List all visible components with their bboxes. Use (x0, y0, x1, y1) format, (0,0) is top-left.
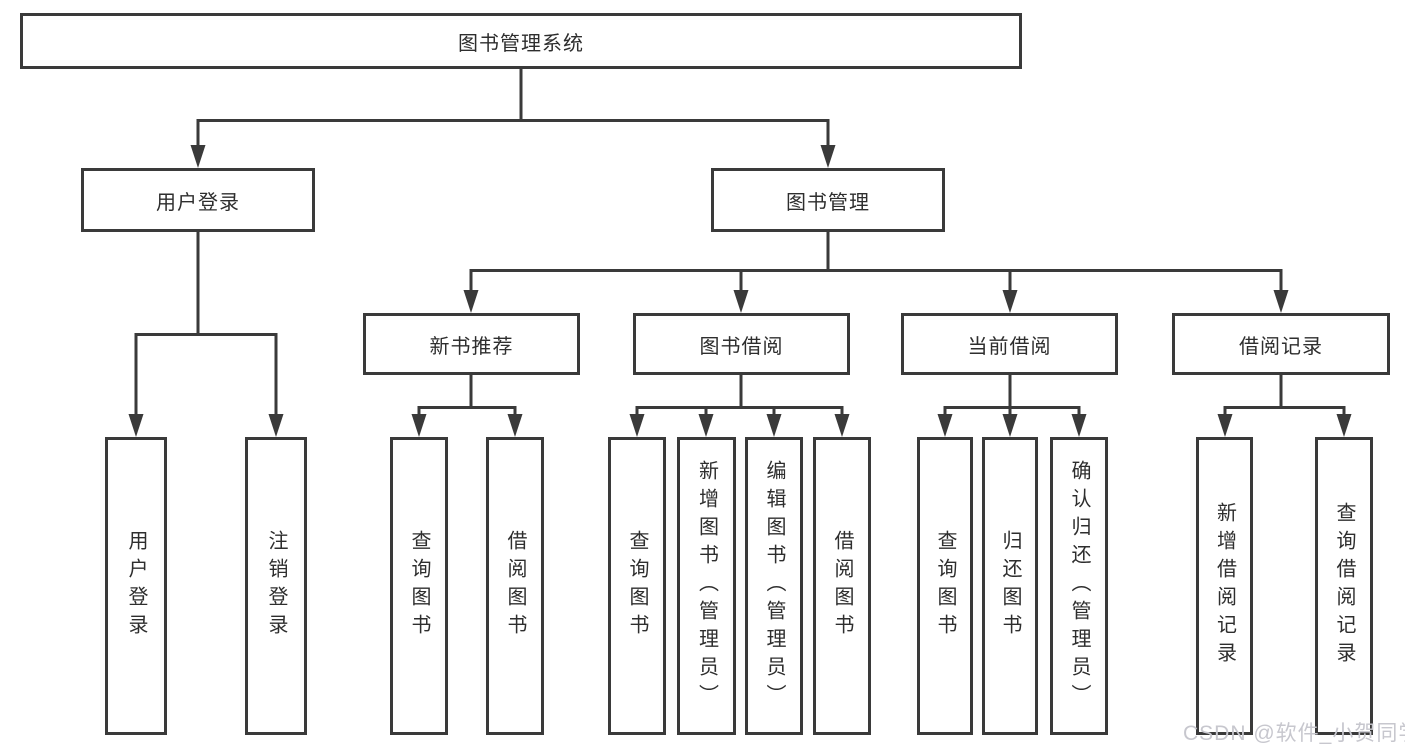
node-return-book: 归还图书 (982, 437, 1038, 735)
node-borrowing-records: 借阅记录 (1172, 313, 1390, 375)
node-add-borrow-record: 新增借阅记录 (1196, 437, 1253, 735)
node-query-borrow-record: 查询借阅记录 (1315, 437, 1373, 735)
node-user-login: 用户登录 (105, 437, 167, 735)
node-borrow-books-borrowing: 借阅图书 (813, 437, 871, 735)
node-query-books-current: 查询图书 (917, 437, 973, 735)
node-query-books-borrowing: 查询图书 (608, 437, 666, 735)
node-library-management-system: 图书管理系统 (20, 13, 1022, 69)
watermark: CSDN @软件_小贺同学 (1183, 722, 1405, 745)
node-edit-book-admin: 编辑图书（管理员） (745, 437, 803, 735)
node-book-borrowing: 图书借阅 (633, 313, 850, 375)
node-add-book-admin: 新增图书（管理员） (677, 437, 736, 735)
node-query-books-recommend: 查询图书 (390, 437, 448, 735)
node-confirm-return-admin: 确认归还（管理员） (1050, 437, 1108, 735)
node-new-book-recommendation: 新书推荐 (363, 313, 580, 375)
node-current-borrowing: 当前借阅 (901, 313, 1118, 375)
node-borrow-books-recommend: 借阅图书 (486, 437, 544, 735)
node-user-login-module: 用户登录 (81, 168, 315, 232)
node-book-management-module: 图书管理 (711, 168, 945, 232)
node-logout: 注销登录 (245, 437, 307, 735)
